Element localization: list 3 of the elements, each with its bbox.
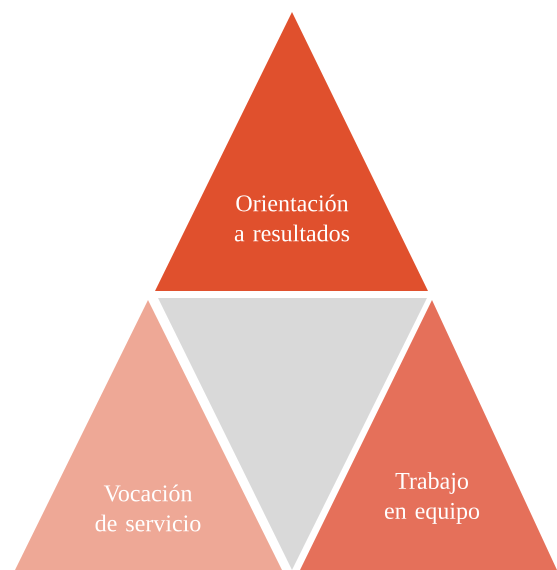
triangle-box: Orientación a resultados: [155, 12, 428, 291]
triangle-box: Vocación de servicio: [15, 300, 282, 570]
triangle-box: Trabajo en equipo: [300, 300, 557, 570]
